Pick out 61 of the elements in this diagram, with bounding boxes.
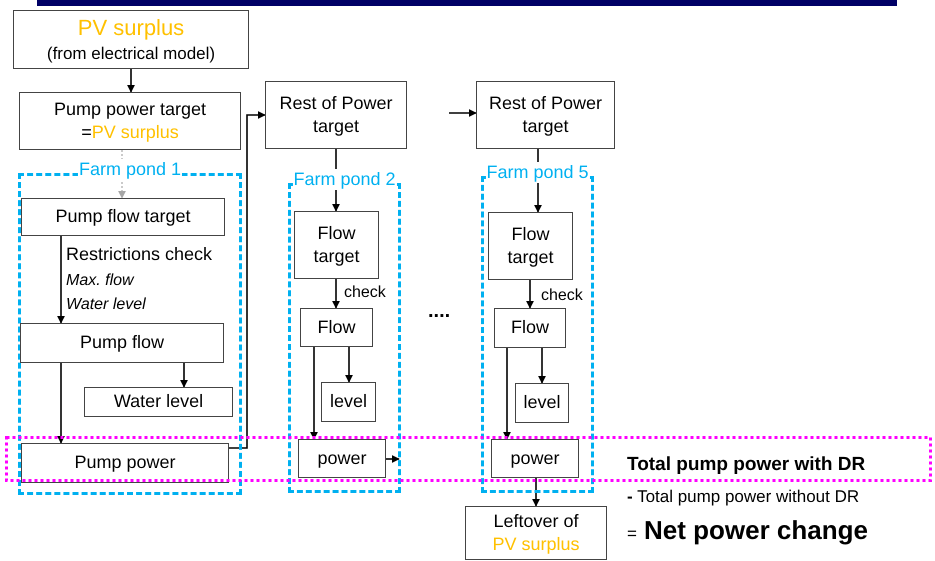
box-label: PV surplus bbox=[92, 122, 179, 142]
box-label: PV surplus bbox=[78, 15, 184, 40]
total-label: Total pump power with DR bbox=[627, 454, 866, 476]
process-box bbox=[476, 81, 615, 149]
box-label: Rest of Power target bbox=[488, 92, 602, 136]
box-label: Flow target bbox=[313, 222, 360, 266]
result-label: Net power change bbox=[644, 515, 868, 546]
arrow bbox=[526, 280, 534, 309]
group-heading: Farm pond 1 bbox=[78, 159, 182, 180]
process-box bbox=[494, 308, 566, 348]
process-box bbox=[21, 198, 225, 236]
ellipsis-text: .... bbox=[428, 300, 450, 323]
box-label: = bbox=[81, 122, 92, 142]
group-heading: Farm pond 5 bbox=[485, 162, 590, 183]
arrow bbox=[503, 348, 511, 440]
process-box bbox=[300, 308, 373, 347]
arrow bbox=[449, 109, 477, 117]
arrow bbox=[57, 363, 65, 444]
box-label: power bbox=[510, 448, 560, 468]
box-label: Flow target bbox=[507, 224, 554, 267]
box-label: Leftover of bbox=[493, 510, 579, 531]
process-box bbox=[294, 211, 379, 279]
process-box bbox=[491, 439, 579, 478]
arrow bbox=[57, 236, 65, 324]
process-box bbox=[13, 10, 249, 69]
box-label: Flow bbox=[317, 316, 356, 337]
box-label: level bbox=[330, 391, 368, 412]
process-box bbox=[321, 382, 376, 422]
process-box bbox=[298, 439, 386, 478]
arrow bbox=[532, 478, 540, 507]
box-label: Water level bbox=[114, 391, 204, 412]
box-label: (from electrical model) bbox=[46, 44, 216, 63]
arrow bbox=[386, 455, 400, 463]
formula-line: - Total pump power without DR bbox=[627, 487, 860, 507]
process-box bbox=[488, 212, 573, 280]
box-label: Pump flow target bbox=[55, 206, 191, 226]
arrow bbox=[180, 363, 188, 388]
process-box bbox=[265, 81, 407, 149]
box-label: level bbox=[523, 392, 561, 412]
arrow bbox=[538, 348, 546, 384]
restriction-item: Water level bbox=[66, 296, 146, 314]
process-box bbox=[21, 443, 229, 483]
process-box bbox=[20, 323, 224, 363]
box-label: Pump power target bbox=[54, 98, 206, 119]
process-box bbox=[465, 506, 607, 560]
box-label: Pump power bbox=[74, 452, 176, 472]
process-box bbox=[515, 383, 569, 423]
process-box bbox=[84, 387, 233, 417]
arrow bbox=[229, 111, 266, 449]
box-label: power bbox=[317, 448, 367, 468]
arrow bbox=[345, 347, 353, 383]
process-box bbox=[19, 92, 241, 150]
restriction-item: Max. flow bbox=[66, 272, 134, 290]
box-label: Flow bbox=[510, 317, 549, 338]
box-label: PV surplus bbox=[492, 534, 580, 554]
group-heading: Farm pond 2 bbox=[292, 169, 397, 190]
arrow bbox=[127, 69, 135, 93]
box-label: Pump flow bbox=[80, 332, 164, 352]
equals-sign: = bbox=[627, 524, 637, 544]
box-label: Rest of Power target bbox=[279, 92, 393, 136]
arrow bbox=[332, 279, 340, 309]
